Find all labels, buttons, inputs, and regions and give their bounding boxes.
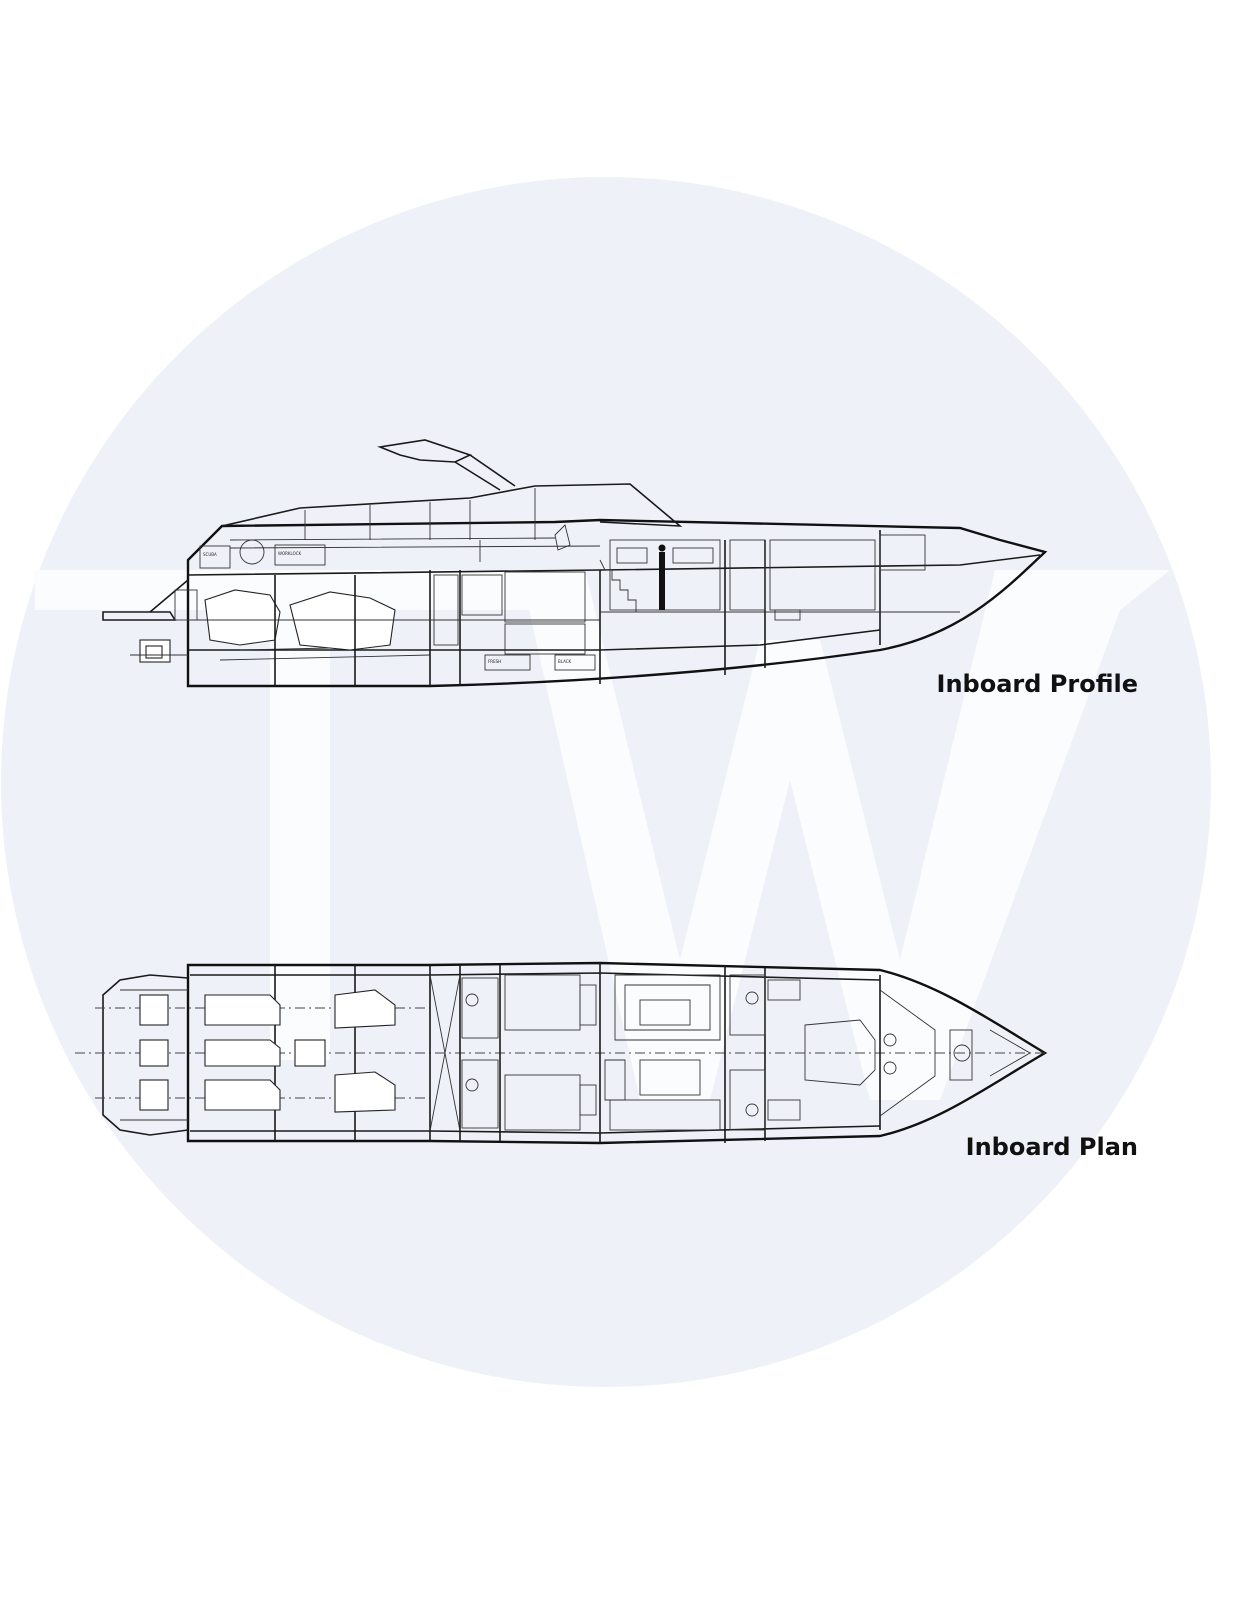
inboard-profile-drawing: SCUBA WORKLOCK FRESH BLACK	[102, 439, 1048, 688]
profile-hull	[186, 518, 1048, 688]
plan-swim-platform	[102, 974, 189, 1136]
svg-text:WORKLOCK: WORKLOCK	[278, 551, 302, 556]
profile-engine-fwd	[289, 591, 396, 651]
profile-engine-aft	[204, 589, 281, 646]
svg-text:SCUBA: SCUBA	[203, 552, 217, 557]
inboard-profile-caption: Inboard Profile	[936, 670, 1138, 698]
profile-superstructure	[221, 483, 683, 527]
watermark-logo	[1, 177, 1211, 1387]
inboard-plan-drawing	[75, 961, 1048, 1145]
profile-human-figure	[658, 544, 666, 610]
svg-text:BLACK: BLACK	[558, 659, 572, 664]
watermark-letters	[35, 570, 1170, 1100]
plan-engines	[204, 989, 396, 1113]
profile-drive	[130, 639, 188, 663]
plan-drives	[139, 994, 169, 1111]
inboard-plan-caption: Inboard Plan	[965, 1133, 1138, 1161]
svg-text:FRESH: FRESH	[488, 659, 501, 664]
